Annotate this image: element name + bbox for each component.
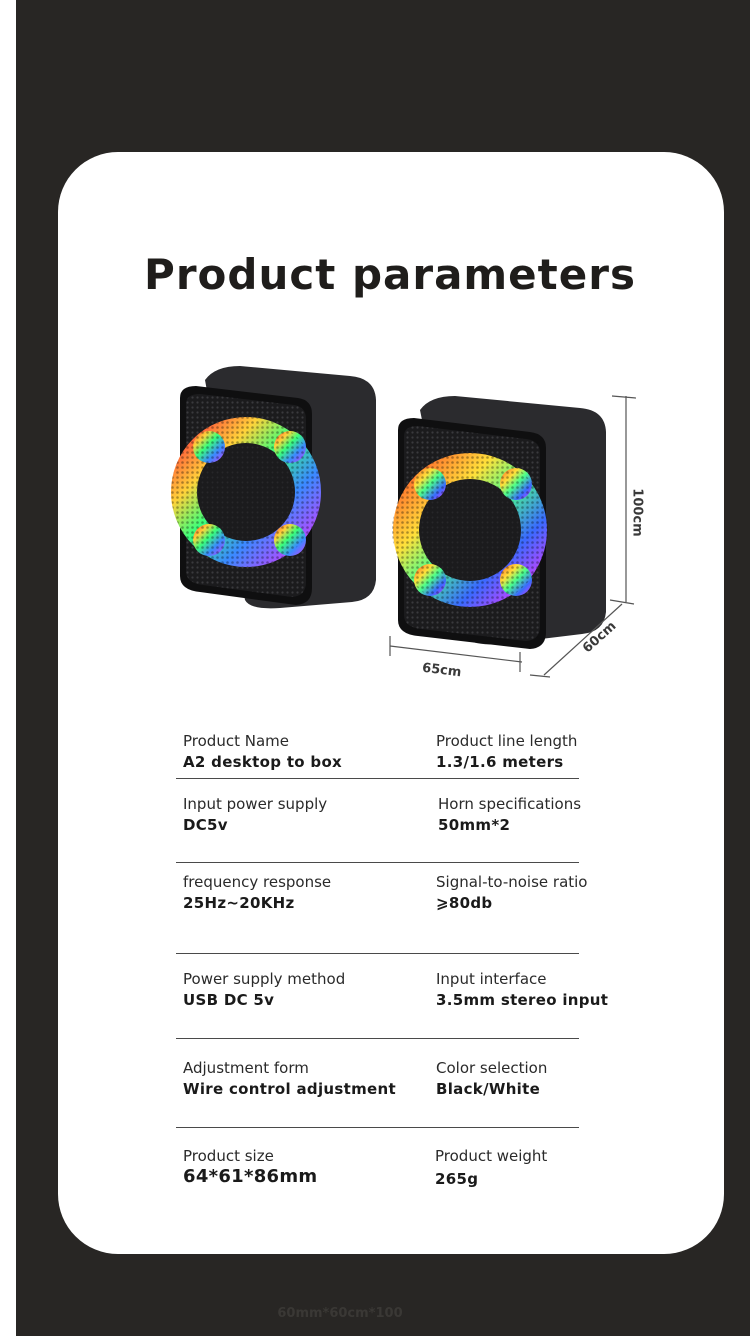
spec-value: Black/White xyxy=(436,1080,541,1098)
spec-cell-adjustment: Adjustment form Wire control adjustment xyxy=(183,1058,396,1100)
spec-value: DC5v xyxy=(183,816,228,834)
spec-cell-color: Color selection Black/White xyxy=(436,1058,547,1100)
product-image xyxy=(171,366,637,678)
spec-value: 64*61*86mm xyxy=(183,1166,318,1187)
spec-value: A2 desktop to box xyxy=(183,753,343,771)
spec-label: Power supply method xyxy=(183,970,346,988)
footer-faint-text: 60mm*60cm*100 xyxy=(277,1306,403,1321)
spec-label: Input interface xyxy=(436,970,547,988)
spec-cell-product-name: Product Name A2 desktop to box xyxy=(183,731,342,773)
spec-value: 3.5mm stereo input xyxy=(436,991,609,1009)
spec-cell-snr: Signal-to-noise ratio ⩾80db xyxy=(436,872,588,914)
spec-value: 1.3/1.6 meters xyxy=(436,753,564,771)
spec-cell-size: Product size 64*61*86mm xyxy=(183,1146,317,1188)
spec-cell-input-power: Input power supply DC5v xyxy=(183,794,327,836)
spec-cell-frequency: frequency response 25Hz~20KHz xyxy=(183,872,331,914)
spec-cell-weight: Product weight 265g xyxy=(435,1146,547,1190)
spec-cell-input-interface: Input interface 3.5mm stereo input xyxy=(436,969,608,1011)
spec-label: Product weight xyxy=(435,1147,548,1165)
spec-cell-line-length: Product line length 1.3/1.6 meters xyxy=(436,731,577,773)
spec-value: 265g xyxy=(435,1170,479,1188)
right-speaker xyxy=(392,396,606,649)
spec-cell-power-method: Power supply method USB DC 5v xyxy=(183,969,345,1011)
dimension-lines xyxy=(389,395,637,678)
spec-value: Wire control adjustment xyxy=(183,1080,396,1098)
spec-label: Product size xyxy=(183,1147,274,1165)
spec-label: Product Name xyxy=(183,732,289,750)
spec-value: 50mm*2 xyxy=(438,816,511,834)
spec-value: ⩾80db xyxy=(436,894,493,912)
spec-label: Input power supply xyxy=(183,795,328,813)
spec-label: Horn specifications xyxy=(438,795,582,813)
spec-label: Color selection xyxy=(436,1059,548,1077)
row-divider xyxy=(176,1127,579,1128)
page-title: Product parameters xyxy=(144,250,636,299)
row-divider xyxy=(176,778,579,779)
row-divider xyxy=(176,862,579,863)
row-divider xyxy=(176,1038,579,1039)
dimension-height-label: 100cm xyxy=(629,488,645,537)
spec-label: Signal-to-noise ratio xyxy=(436,873,588,891)
row-divider xyxy=(176,953,579,954)
spec-value: USB DC 5v xyxy=(183,991,275,1009)
spec-value: 25Hz~20KHz xyxy=(183,894,295,912)
parameters-card xyxy=(58,152,724,1254)
spec-label: Adjustment form xyxy=(183,1059,309,1077)
spec-label: frequency response xyxy=(183,873,332,891)
left-speaker xyxy=(171,366,376,609)
spec-cell-horn: Horn specifications 50mm*2 xyxy=(438,794,581,836)
spec-label: Product line length xyxy=(436,732,578,750)
